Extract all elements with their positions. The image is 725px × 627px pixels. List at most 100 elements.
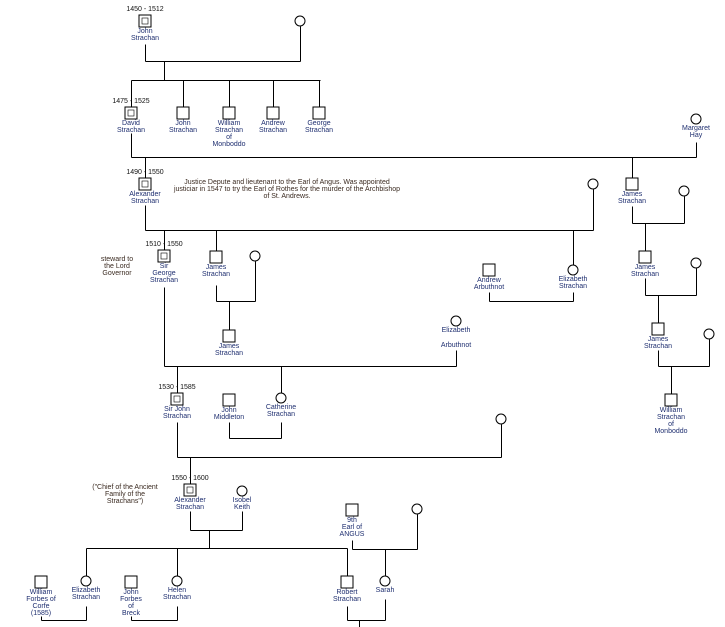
- note-line: Governor: [102, 270, 132, 277]
- person-p33[interactable]: [678, 185, 690, 197]
- male-symbol-icon[interactable]: [157, 249, 171, 263]
- male-symbol-icon[interactable]: [345, 503, 359, 517]
- person-p26[interactable]: [411, 503, 423, 515]
- notes: Justice Depute and lieutenant to the Ear…: [92, 179, 400, 505]
- person-name-line: Strachan: [215, 350, 243, 357]
- female-symbol-icon[interactable]: [171, 575, 183, 587]
- female-symbol-icon[interactable]: [236, 485, 248, 497]
- male-symbol-icon[interactable]: [222, 329, 236, 343]
- male-symbol-icon[interactable]: [266, 106, 280, 120]
- person-name-line: (1585): [31, 610, 51, 617]
- male-symbol-icon[interactable]: [664, 393, 678, 407]
- person-name-line: James: [635, 264, 656, 271]
- female-symbol-icon[interactable]: [587, 178, 599, 190]
- person-name-line: William: [30, 589, 53, 596]
- male-symbol-icon[interactable]: [222, 393, 236, 407]
- male-symbol-icon[interactable]: [625, 177, 639, 191]
- female-symbol-icon[interactable]: [567, 264, 579, 276]
- person-name-line: Middleton: [214, 414, 244, 421]
- male-symbol-icon[interactable]: [183, 483, 197, 497]
- male-symbol-icon[interactable]: [138, 177, 152, 191]
- male-symbol-icon[interactable]: [176, 106, 190, 120]
- person-name-line: James: [206, 264, 227, 271]
- male-symbol-icon[interactable]: [34, 575, 48, 589]
- male-symbol-icon[interactable]: [312, 106, 326, 120]
- person-name-line: James: [219, 343, 240, 350]
- female-symbol-icon[interactable]: [411, 503, 423, 515]
- person-name-line: Strachan: [169, 127, 197, 134]
- female-symbol-icon[interactable]: [690, 113, 702, 125]
- female-symbol-icon[interactable]: [495, 413, 507, 425]
- person-dates: 1475 - 1525: [112, 98, 149, 105]
- person-name-line: Helen: [168, 587, 186, 594]
- male-symbol-icon[interactable]: [651, 322, 665, 336]
- person-name-line: of: [226, 134, 232, 141]
- female-symbol-icon[interactable]: [379, 575, 391, 587]
- person-p22[interactable]: [495, 413, 507, 425]
- person-name-line: Strachan: [305, 127, 333, 134]
- person-name-line: Keith: [234, 504, 250, 511]
- male-symbol-icon[interactable]: [124, 575, 138, 589]
- female-symbol-icon[interactable]: [275, 392, 287, 404]
- male-symbol-icon[interactable]: [638, 250, 652, 264]
- person-name-line: John: [123, 589, 138, 596]
- female-symbol-icon[interactable]: [294, 15, 306, 27]
- person-name-line: Strachan: [163, 413, 191, 420]
- male-symbol-icon[interactable]: [138, 14, 152, 28]
- female-symbol-icon[interactable]: [249, 250, 261, 262]
- person-p2[interactable]: [294, 15, 306, 27]
- male-symbol-icon[interactable]: [170, 392, 184, 406]
- person-name-line: James: [648, 336, 669, 343]
- deceased-mark-icon: [141, 17, 149, 25]
- person-p32[interactable]: Sarah: [376, 575, 395, 594]
- person-p35[interactable]: [690, 257, 702, 269]
- male-symbol-icon[interactable]: [222, 106, 236, 120]
- female-symbol-icon[interactable]: [80, 575, 92, 587]
- person-p37[interactable]: [703, 328, 715, 340]
- male-symbol-icon[interactable]: [124, 106, 138, 120]
- person-p11[interactable]: [587, 178, 599, 190]
- deceased-mark-icon: [160, 252, 168, 260]
- female-symbol-icon[interactable]: [450, 315, 462, 327]
- person-name-line: Strachan: [176, 504, 204, 511]
- note-line: Justice Depute and lieutenant to the Ear…: [184, 179, 390, 186]
- person-name-line: Robert: [336, 589, 357, 596]
- person-name-line: Andrew: [261, 120, 286, 127]
- person-p14[interactable]: [249, 250, 261, 262]
- male-symbol-icon[interactable]: [340, 575, 354, 589]
- female-symbol-icon[interactable]: [690, 257, 702, 269]
- female-symbol-icon[interactable]: [703, 328, 715, 340]
- male-symbol-icon[interactable]: [482, 263, 496, 277]
- male-symbol-icon[interactable]: [209, 250, 223, 264]
- female-symbol-icon[interactable]: [678, 185, 690, 197]
